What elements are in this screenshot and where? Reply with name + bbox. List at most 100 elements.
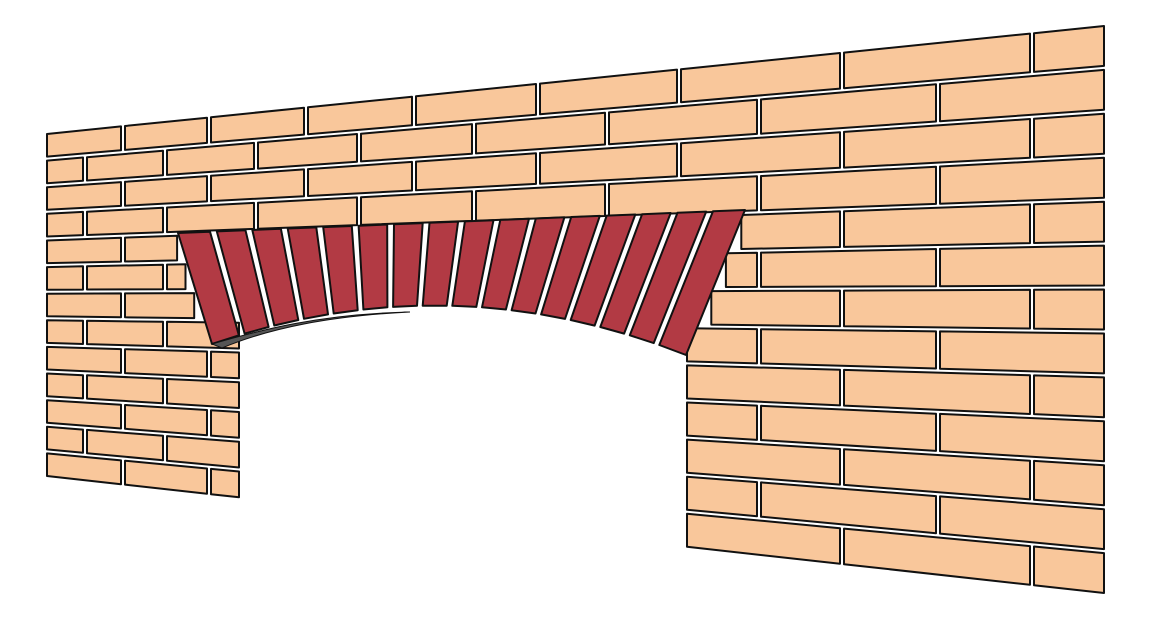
wall-brick [1033,459,1105,507]
wall-brick [686,364,841,407]
wall-brick [46,399,122,430]
wall-brick [686,512,841,565]
wall-brick [939,412,1105,463]
wall-brick [166,378,240,409]
arch-voussoir-brick [177,230,240,345]
wall-brick [843,32,1031,90]
wall-brick [360,123,473,163]
wall-brick [415,152,537,192]
arch-voussoir-brick [628,210,708,345]
wall-brick [124,175,208,207]
wall-brick [760,404,937,452]
wall-brick [686,438,841,486]
wall-brick [710,289,841,328]
wall-brick [124,348,208,378]
wall-brick [46,292,122,319]
arch-voussoir-brick [658,209,746,356]
wall-brick [608,98,758,146]
wall-brick [46,372,84,400]
wall-brick [843,368,1031,415]
wall-brick [46,425,84,454]
wall-brick [124,116,208,151]
wall-brick [46,452,122,486]
wall-brick [1033,374,1105,419]
wall-brick [166,201,255,234]
wall-brick [46,236,122,265]
wall-brick [86,149,164,182]
wall-brick [415,83,537,126]
wall-brick [166,435,240,469]
wall-brick [760,165,937,212]
wall-brick [46,156,84,185]
arch-voussoir-brick [357,223,389,311]
wall-brick [124,292,196,320]
wall-brick [1033,112,1105,159]
wall-brick [939,330,1105,375]
wall-brick [1033,25,1105,73]
arch-voussoir-brick [421,220,460,307]
arch-voussoirs [177,209,746,356]
wall-brick [843,203,1031,248]
wall-brick [939,68,1105,123]
wall-brick [686,401,758,441]
arch-voussoir-brick [569,213,637,327]
wall-brick [539,68,678,116]
wall-brick [46,125,122,158]
wall-brick [46,265,84,291]
wall-brick [539,142,678,185]
wall-brick [124,234,179,263]
wall-brick [843,118,1031,169]
arch-voussoir-brick [322,225,359,315]
wall-brick [1033,545,1105,594]
wall-brick [210,467,240,499]
arch-voussoir-brick [599,212,672,335]
wall-brick [608,175,758,217]
wall-brick [307,95,413,136]
wall-brick [475,183,606,222]
wall-brick [86,319,164,348]
arch-voussoir-brick [392,222,424,308]
wall-brick [46,319,84,345]
wall-brick [210,409,240,439]
wall-brick [124,404,208,437]
arch-voussoir-brick [481,217,530,311]
wall-brick [680,131,841,178]
wall-brick [124,459,208,495]
arch-soffit-shadow [210,311,411,349]
wall-brick [166,263,187,291]
arch-voussoir-brick [215,229,270,335]
wall-brick [86,374,164,405]
wall-brick [686,327,758,365]
wall-brick [760,83,937,135]
wall-brick [724,251,758,288]
wall-brick [760,328,937,370]
wall-brick [210,168,305,203]
wall-brick [210,350,240,380]
wall-brick [86,206,164,236]
wall-brick [46,181,122,211]
arch-voussoir-brick [251,227,300,327]
wall-brick [843,448,1031,501]
arch-voussoir-brick [510,216,566,315]
wall-brick [86,263,164,291]
wall-brick [46,345,122,374]
wall-brick [475,111,606,155]
wall-brick [939,244,1105,288]
wall-brick [360,190,473,226]
wall-brick [257,196,358,230]
wall-brick [939,156,1105,205]
wall-brick [760,248,937,288]
wall-brick [307,160,413,197]
arch-voussoir-brick [286,226,329,320]
arch-voussoir-brick [451,219,495,308]
wall-brick [166,141,255,176]
wall-brick [46,210,84,238]
wall-brick [1033,200,1105,244]
wall-brick [86,428,164,462]
wall-brick [843,288,1031,330]
wall-brick [257,133,358,170]
wall-brick [843,527,1031,586]
wall-brick [210,106,305,144]
wall-brick [760,481,937,535]
